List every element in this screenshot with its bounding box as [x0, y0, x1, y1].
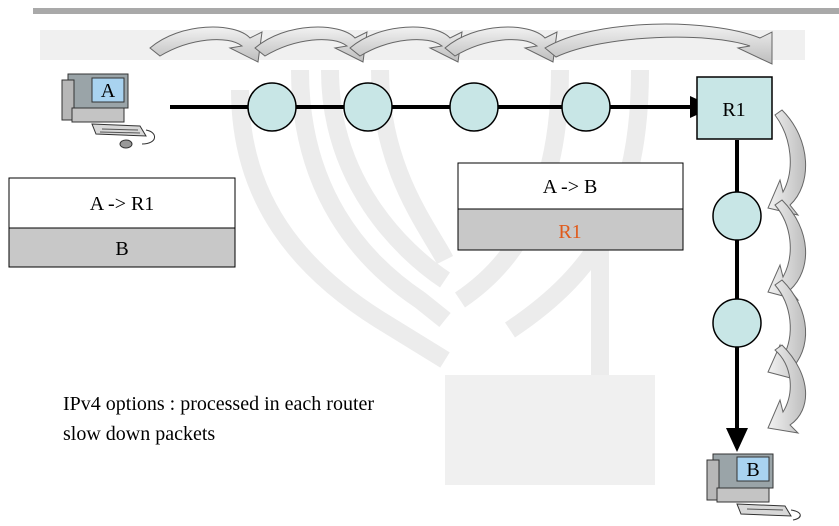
- flow-arrows-vertical: [767, 109, 807, 434]
- header-right-top: A -> B: [543, 176, 598, 198]
- top-bar: [33, 8, 839, 14]
- header-box-right: A -> B R1: [457, 162, 684, 251]
- source-label: A: [101, 80, 116, 102]
- header-left-top: A -> R1: [90, 193, 155, 215]
- flow-arrows-horizontal: [149, 23, 773, 65]
- caption-line-2: slow down packets: [63, 423, 215, 445]
- destination-label: B: [746, 459, 759, 481]
- router-r1: R1: [696, 76, 773, 140]
- header-left-bottom: B: [115, 238, 128, 260]
- packet-2: [343, 82, 393, 132]
- computer-b-icon: B: [706, 453, 801, 521]
- header-box-left: A -> R1 B: [8, 177, 236, 268]
- packet-4: [561, 82, 611, 132]
- packet-1: [247, 82, 297, 132]
- packet-6: [712, 298, 762, 348]
- router-label: R1: [722, 99, 745, 121]
- header-right-bottom: R1: [558, 221, 581, 243]
- packet-5: [712, 191, 762, 241]
- packet-3: [449, 82, 499, 132]
- arrow-head-b: [726, 428, 748, 452]
- caption-line-1: IPv4 options : processed in each router: [63, 393, 374, 415]
- computer-a-icon: A: [61, 73, 155, 149]
- packets: [247, 82, 762, 348]
- caption: IPv4 options : processed in each router …: [63, 393, 374, 445]
